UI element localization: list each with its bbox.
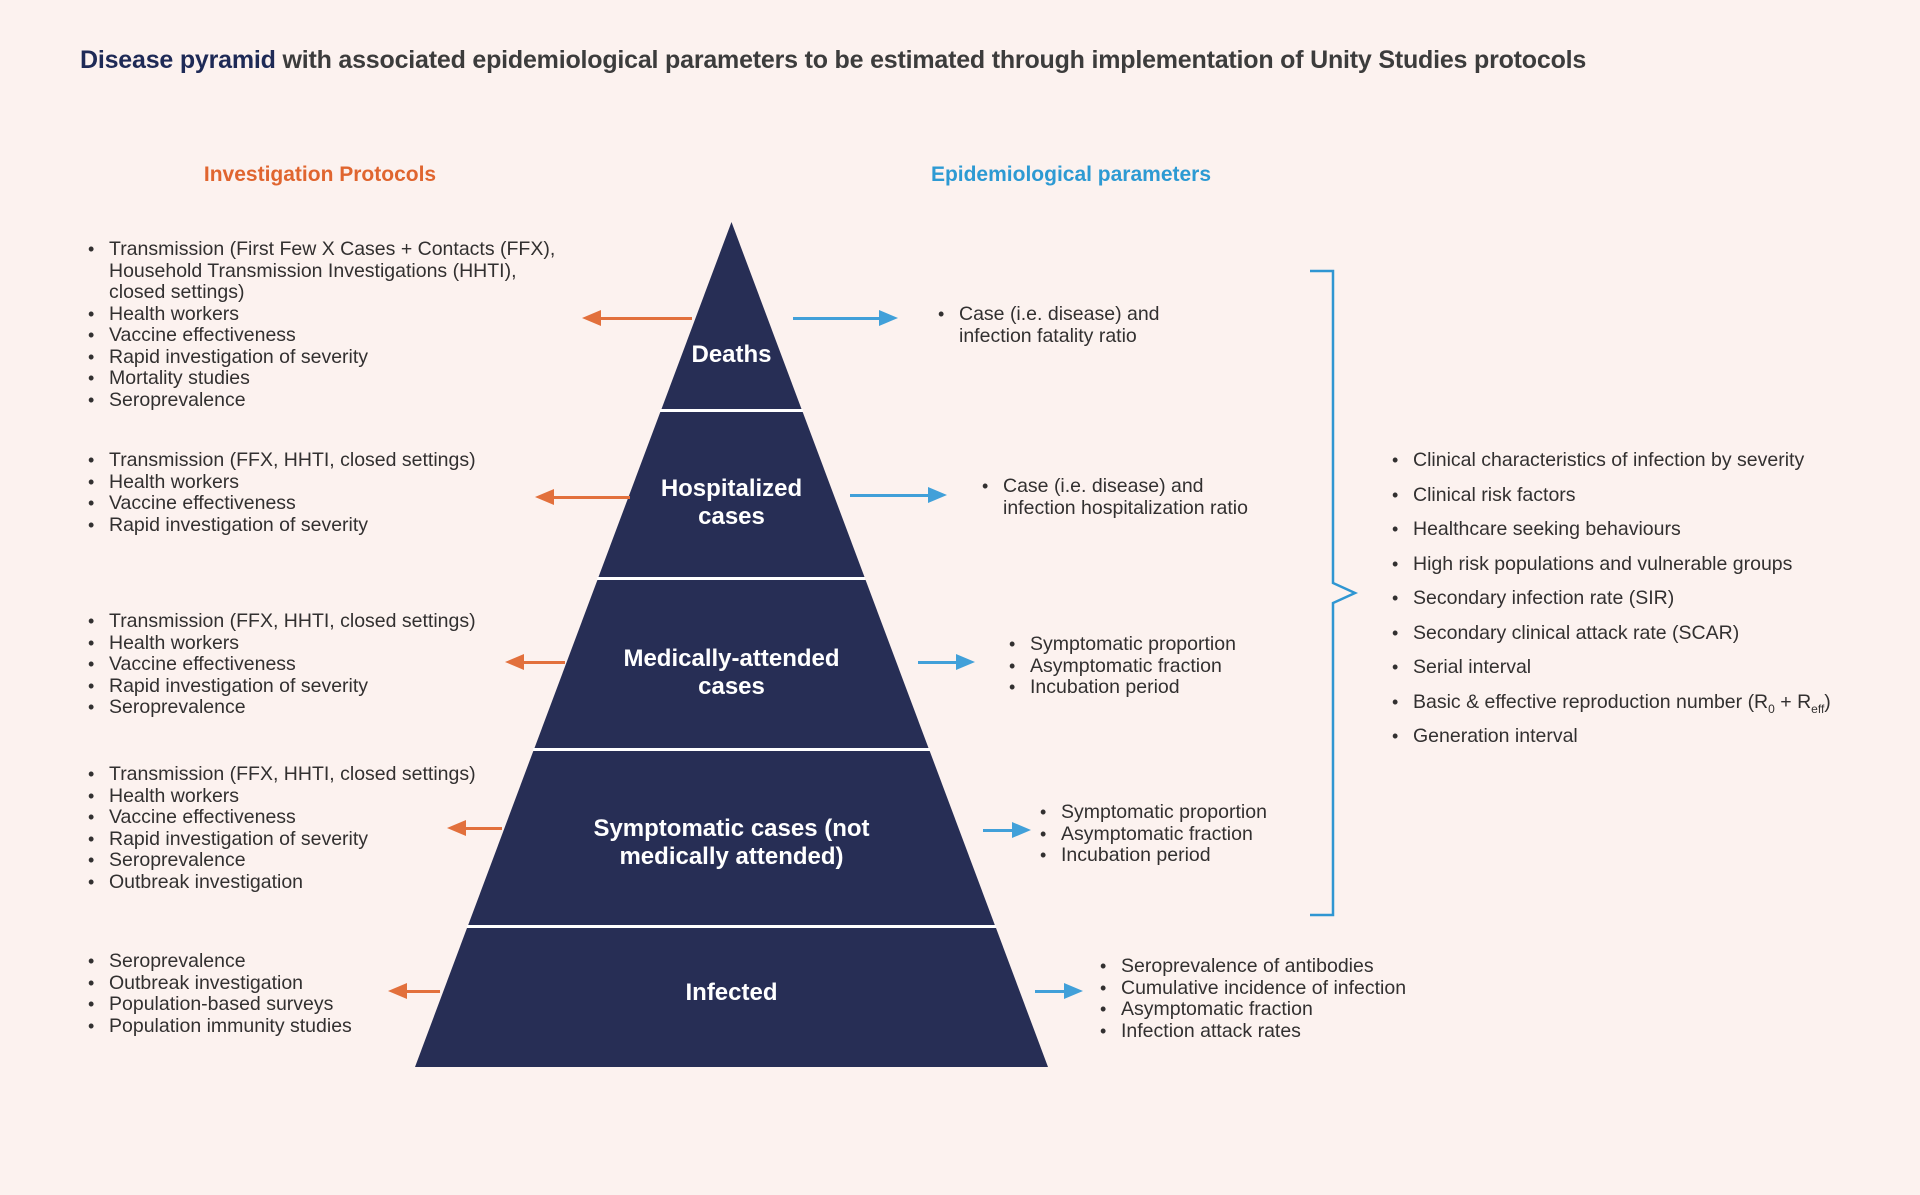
arrow-shaft bbox=[402, 989, 440, 993]
protocols-list-deaths: Transmission (First Few X Cases + Contac… bbox=[84, 238, 564, 412]
list-item: Transmission (First Few X Cases + Contac… bbox=[84, 238, 564, 304]
shared-parameters-list: Clinical characteristics of infection by… bbox=[1388, 449, 1920, 760]
arrow-shaft bbox=[1035, 989, 1069, 993]
list-item: Cumulative incidence of infection bbox=[1096, 977, 1456, 1000]
list-item: Infection attack rates bbox=[1096, 1020, 1456, 1043]
list-item: Vaccine effectiveness bbox=[84, 492, 564, 515]
arrow-right-icon bbox=[983, 822, 1031, 838]
parameters-list-hospitalized: Case (i.e. disease) and infection hospit… bbox=[978, 475, 1278, 519]
list-item: Generation interval bbox=[1388, 725, 1920, 747]
arrow-right-icon bbox=[1035, 983, 1083, 999]
list-item: Health workers bbox=[84, 632, 564, 655]
title-rest: with associated epidemiological paramete… bbox=[275, 46, 1587, 74]
epidemiological-parameters-header: Epidemiological parameters bbox=[930, 163, 1212, 186]
pyramid-label-hospitalized: Hospitalized cases bbox=[660, 475, 803, 530]
arrow-right-icon bbox=[850, 487, 947, 503]
arrow-shaft bbox=[983, 828, 1017, 832]
r-number-text: ) bbox=[1824, 690, 1831, 713]
list-item: Outbreak investigation bbox=[84, 871, 564, 894]
list-item: Transmission (FFX, HHTI, closed settings… bbox=[84, 610, 564, 633]
list-item: Rapid investigation of severity bbox=[84, 514, 564, 537]
list-item: Vaccine effectiveness bbox=[84, 806, 564, 829]
list-item: Rapid investigation of severity bbox=[84, 828, 564, 851]
list-item: Seroprevalence of antibodies bbox=[1096, 955, 1456, 978]
pyramid-divider bbox=[533, 748, 930, 751]
list-item: Outbreak investigation bbox=[84, 972, 564, 995]
list-item: Population-based surveys bbox=[84, 993, 564, 1016]
list-item: Vaccine effectiveness bbox=[84, 324, 564, 347]
list-item: Rapid investigation of severity bbox=[84, 675, 564, 698]
list-item: Population immunity studies bbox=[84, 1015, 564, 1038]
list-item: Seroprevalence bbox=[84, 849, 564, 872]
list-item: Transmission (FFX, HHTI, closed settings… bbox=[84, 449, 564, 472]
pyramid-label-infected: Infected bbox=[685, 979, 778, 1006]
arrow-shaft bbox=[793, 316, 884, 320]
list-item: Case (i.e. disease) and infection hospit… bbox=[978, 475, 1278, 519]
list-item: Asymptomatic fraction bbox=[1096, 998, 1456, 1021]
list-item: Vaccine effectiveness bbox=[84, 653, 564, 676]
list-item: Health workers bbox=[84, 303, 564, 326]
investigation-protocols-header: Investigation Protocols bbox=[203, 163, 437, 186]
list-item: Transmission (FFX, HHTI, closed settings… bbox=[84, 763, 564, 786]
list-item: Clinical characteristics of infection by… bbox=[1388, 449, 1920, 471]
pyramid-divider bbox=[660, 409, 803, 412]
parameters-list-infected: Seroprevalence of antibodies Cumulative … bbox=[1096, 955, 1456, 1043]
arrow-right-icon bbox=[793, 310, 898, 326]
pyramid-label-symptomatic: Symptomatic cases (not medically attende… bbox=[593, 815, 870, 870]
list-item: Serial interval bbox=[1388, 656, 1920, 678]
arrow-shaft bbox=[918, 660, 961, 664]
pyramid-label-medically-attended: Medically-attended cases bbox=[623, 645, 840, 700]
pyramid-divider bbox=[597, 577, 865, 580]
protocols-list-hospitalized: Transmission (FFX, HHTI, closed settings… bbox=[84, 449, 564, 537]
list-item: Asymptomatic fraction bbox=[1005, 655, 1355, 678]
curly-brace-icon bbox=[1310, 269, 1359, 917]
arrow-shaft bbox=[519, 660, 565, 664]
pyramid-divider bbox=[467, 925, 996, 928]
list-item: Symptomatic proportion bbox=[1005, 633, 1355, 656]
parameters-list-medically-attended: Symptomatic proportion Asymptomatic frac… bbox=[1005, 633, 1355, 699]
list-item: Case (i.e. disease) and infection fatali… bbox=[934, 303, 1184, 347]
list-item: Clinical risk factors bbox=[1388, 484, 1920, 506]
pyramid-label-deaths: Deaths bbox=[691, 341, 772, 368]
title-highlight: Disease pyramid bbox=[80, 46, 276, 74]
arrow-shaft bbox=[596, 316, 692, 320]
list-item: Asymptomatic fraction bbox=[1036, 823, 1386, 846]
r-number-text: Basic & effective reproduction number (R bbox=[1413, 690, 1769, 713]
r-number-text: + R bbox=[1774, 690, 1812, 713]
list-item: Health workers bbox=[84, 471, 564, 494]
list-item: Mortality studies bbox=[84, 367, 564, 390]
arrow-left-icon bbox=[505, 654, 565, 670]
arrow-left-icon bbox=[535, 489, 630, 505]
parameters-list-symptomatic: Symptomatic proportion Asymptomatic frac… bbox=[1036, 801, 1386, 867]
list-item: Health workers bbox=[84, 785, 564, 808]
list-item: Rapid investigation of severity bbox=[84, 346, 564, 369]
protocols-list-medically-attended: Transmission (FFX, HHTI, closed settings… bbox=[84, 610, 564, 719]
list-item: Secondary clinical attack rate (SCAR) bbox=[1388, 622, 1920, 644]
list-item: Seroprevalence bbox=[84, 696, 564, 719]
list-item: High risk populations and vulnerable gro… bbox=[1388, 553, 1920, 575]
list-item-reproduction-number: Basic & effective reproduction number (R… bbox=[1388, 690, 1920, 716]
parameters-list-deaths: Case (i.e. disease) and infection fatali… bbox=[934, 303, 1184, 347]
list-item: Incubation period bbox=[1036, 844, 1386, 867]
r-number-sub0: 0 bbox=[1768, 701, 1775, 716]
page-title: Disease pyramid with associated epidemio… bbox=[80, 46, 1586, 75]
list-item: Seroprevalence bbox=[84, 389, 564, 412]
arrow-left-icon bbox=[388, 983, 440, 999]
pyramid-level-medically-attended bbox=[534, 580, 929, 748]
list-item: Secondary infection rate (SIR) bbox=[1388, 587, 1920, 609]
list-item: Symptomatic proportion bbox=[1036, 801, 1386, 824]
arrow-shaft bbox=[461, 826, 502, 830]
arrow-shaft bbox=[549, 495, 630, 499]
arrow-left-icon bbox=[447, 820, 502, 836]
list-item: Seroprevalence bbox=[84, 950, 564, 973]
arrow-shaft bbox=[850, 493, 933, 497]
list-item: Healthcare seeking behaviours bbox=[1388, 518, 1920, 540]
arrow-left-icon bbox=[582, 310, 692, 326]
r-number-subeff: eff bbox=[1811, 701, 1825, 716]
list-item: Incubation period bbox=[1005, 676, 1355, 699]
arrow-right-icon bbox=[918, 654, 975, 670]
protocols-list-symptomatic: Transmission (FFX, HHTI, closed settings… bbox=[84, 763, 564, 894]
protocols-list-infected: Seroprevalence Outbreak investigation Po… bbox=[84, 950, 564, 1038]
